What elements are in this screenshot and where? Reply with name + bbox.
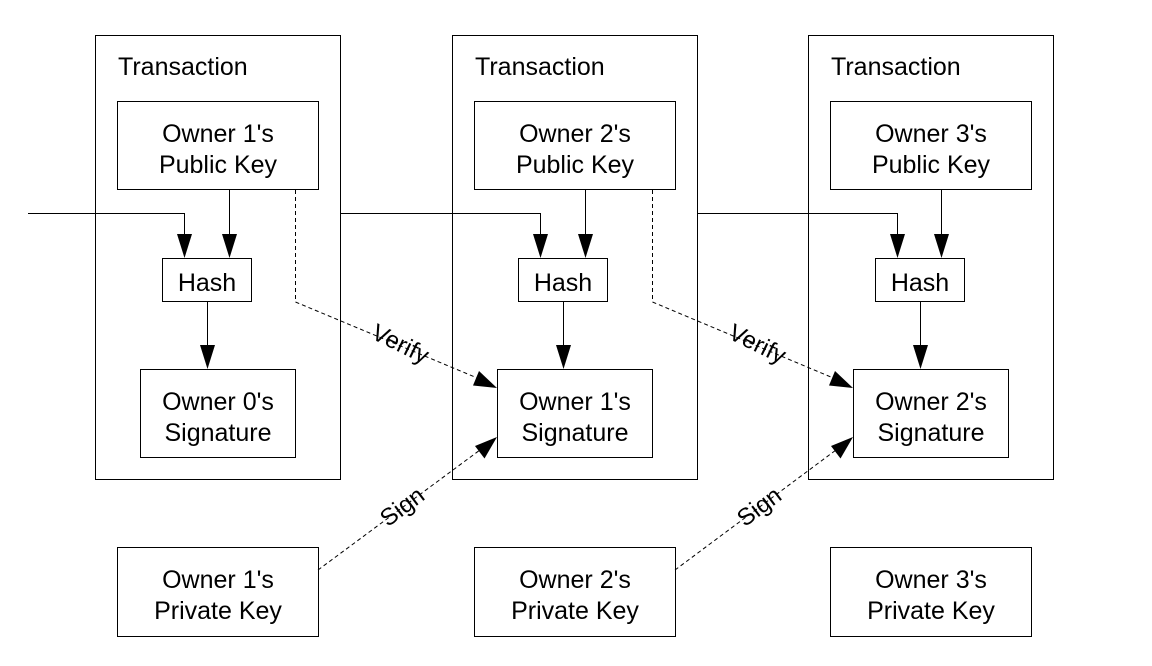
transaction-2-signature-line1: Owner 1's (519, 388, 631, 416)
transaction-2-signature-box (497, 369, 653, 458)
transaction-2-hash-box (518, 258, 608, 302)
transaction-1-public-key-line1: Owner 1's (162, 120, 274, 148)
transaction-3-signature-line2: Signature (877, 419, 984, 447)
arrow-head-icon (831, 437, 853, 459)
transaction-1-title: Transaction (118, 53, 248, 81)
arrow-head-icon (222, 234, 237, 258)
private-key-3-line2: Private Key (867, 597, 995, 625)
transaction-2-title: Transaction (475, 53, 605, 81)
transaction-2-signature-line2: Signature (521, 419, 628, 447)
private-key-1-box (117, 547, 319, 637)
private-key-2: Owner 2's Private Key (474, 547, 676, 637)
private-key-3-line1: Owner 3's (875, 566, 987, 594)
arrow-head-icon (200, 345, 215, 369)
sign-label-1: Sign (375, 482, 430, 532)
private-key-3: Owner 3's Private Key (830, 547, 1032, 637)
transaction-3-public-key-line2: Public Key (872, 151, 991, 179)
private-key-1-line2: Private Key (154, 597, 282, 625)
transaction-3-title: Transaction (831, 53, 961, 81)
transaction-2-public-key-box (474, 101, 676, 190)
arrow-head-icon (829, 371, 853, 388)
verify-label-2: Verify (724, 319, 790, 370)
arrow-head-icon (475, 437, 497, 459)
arrow-head-icon (533, 234, 548, 258)
verify-line-1 (295, 190, 483, 381)
private-key-2-line2: Private Key (511, 597, 639, 625)
chain-line-into-hash-2 (341, 213, 541, 244)
transaction-1-public-key-line2: Public Key (159, 151, 278, 179)
chain-line-into-hash-1 (28, 213, 185, 244)
transaction-3-public-key-line1: Owner 3's (875, 120, 987, 148)
transaction-1-signature-line2: Signature (164, 419, 271, 447)
transaction-2-public-key-line1: Owner 2's (519, 120, 631, 148)
private-key-2-box (474, 547, 676, 637)
arrow-head-icon (177, 234, 192, 258)
sign-line-2 (674, 446, 841, 571)
transaction-2-public-key-line2: Public Key (516, 151, 635, 179)
sign-label-2: Sign (732, 482, 787, 532)
transaction-3: Transaction Owner 3's Public Key Hash Ow… (808, 35, 1054, 480)
private-key-1-line1: Owner 1's (162, 566, 274, 594)
arrow-head-icon (934, 234, 949, 258)
transaction-3-signature-line1: Owner 2's (875, 388, 987, 416)
private-key-2-line1: Owner 2's (519, 566, 631, 594)
arrow-head-icon (890, 234, 905, 258)
private-key-3-box (830, 547, 1032, 637)
transaction-3-signature-box (853, 369, 1009, 458)
transaction-1-hash-box (162, 258, 252, 302)
transaction-1-signature-line1: Owner 0's (162, 388, 274, 416)
transaction-3-public-key-box (830, 101, 1032, 190)
arrow-head-icon (473, 371, 497, 388)
chain-line-into-hash-3 (698, 213, 898, 244)
transaction-2: Transaction Owner 2's Public Key Hash Ow… (452, 35, 698, 480)
transaction-3-hash-box (875, 258, 965, 302)
transaction-1-public-key-box (117, 101, 319, 190)
arrow-head-icon (578, 234, 593, 258)
transaction-2-hash-label: Hash (534, 269, 592, 297)
transaction-3-hash-label: Hash (891, 269, 949, 297)
transaction-1-hash-label: Hash (178, 269, 236, 297)
chain-connectors (28, 190, 949, 369)
transaction-1-signature-box (140, 369, 296, 458)
transaction-1: Transaction Owner 1's Public Key Hash Ow… (95, 35, 341, 480)
private-key-1: Owner 1's Private Key (117, 547, 319, 637)
verify-label-1: Verify (367, 319, 433, 370)
arrow-head-icon (913, 345, 928, 369)
verify-line-2 (652, 190, 839, 381)
arrow-head-icon (556, 345, 571, 369)
